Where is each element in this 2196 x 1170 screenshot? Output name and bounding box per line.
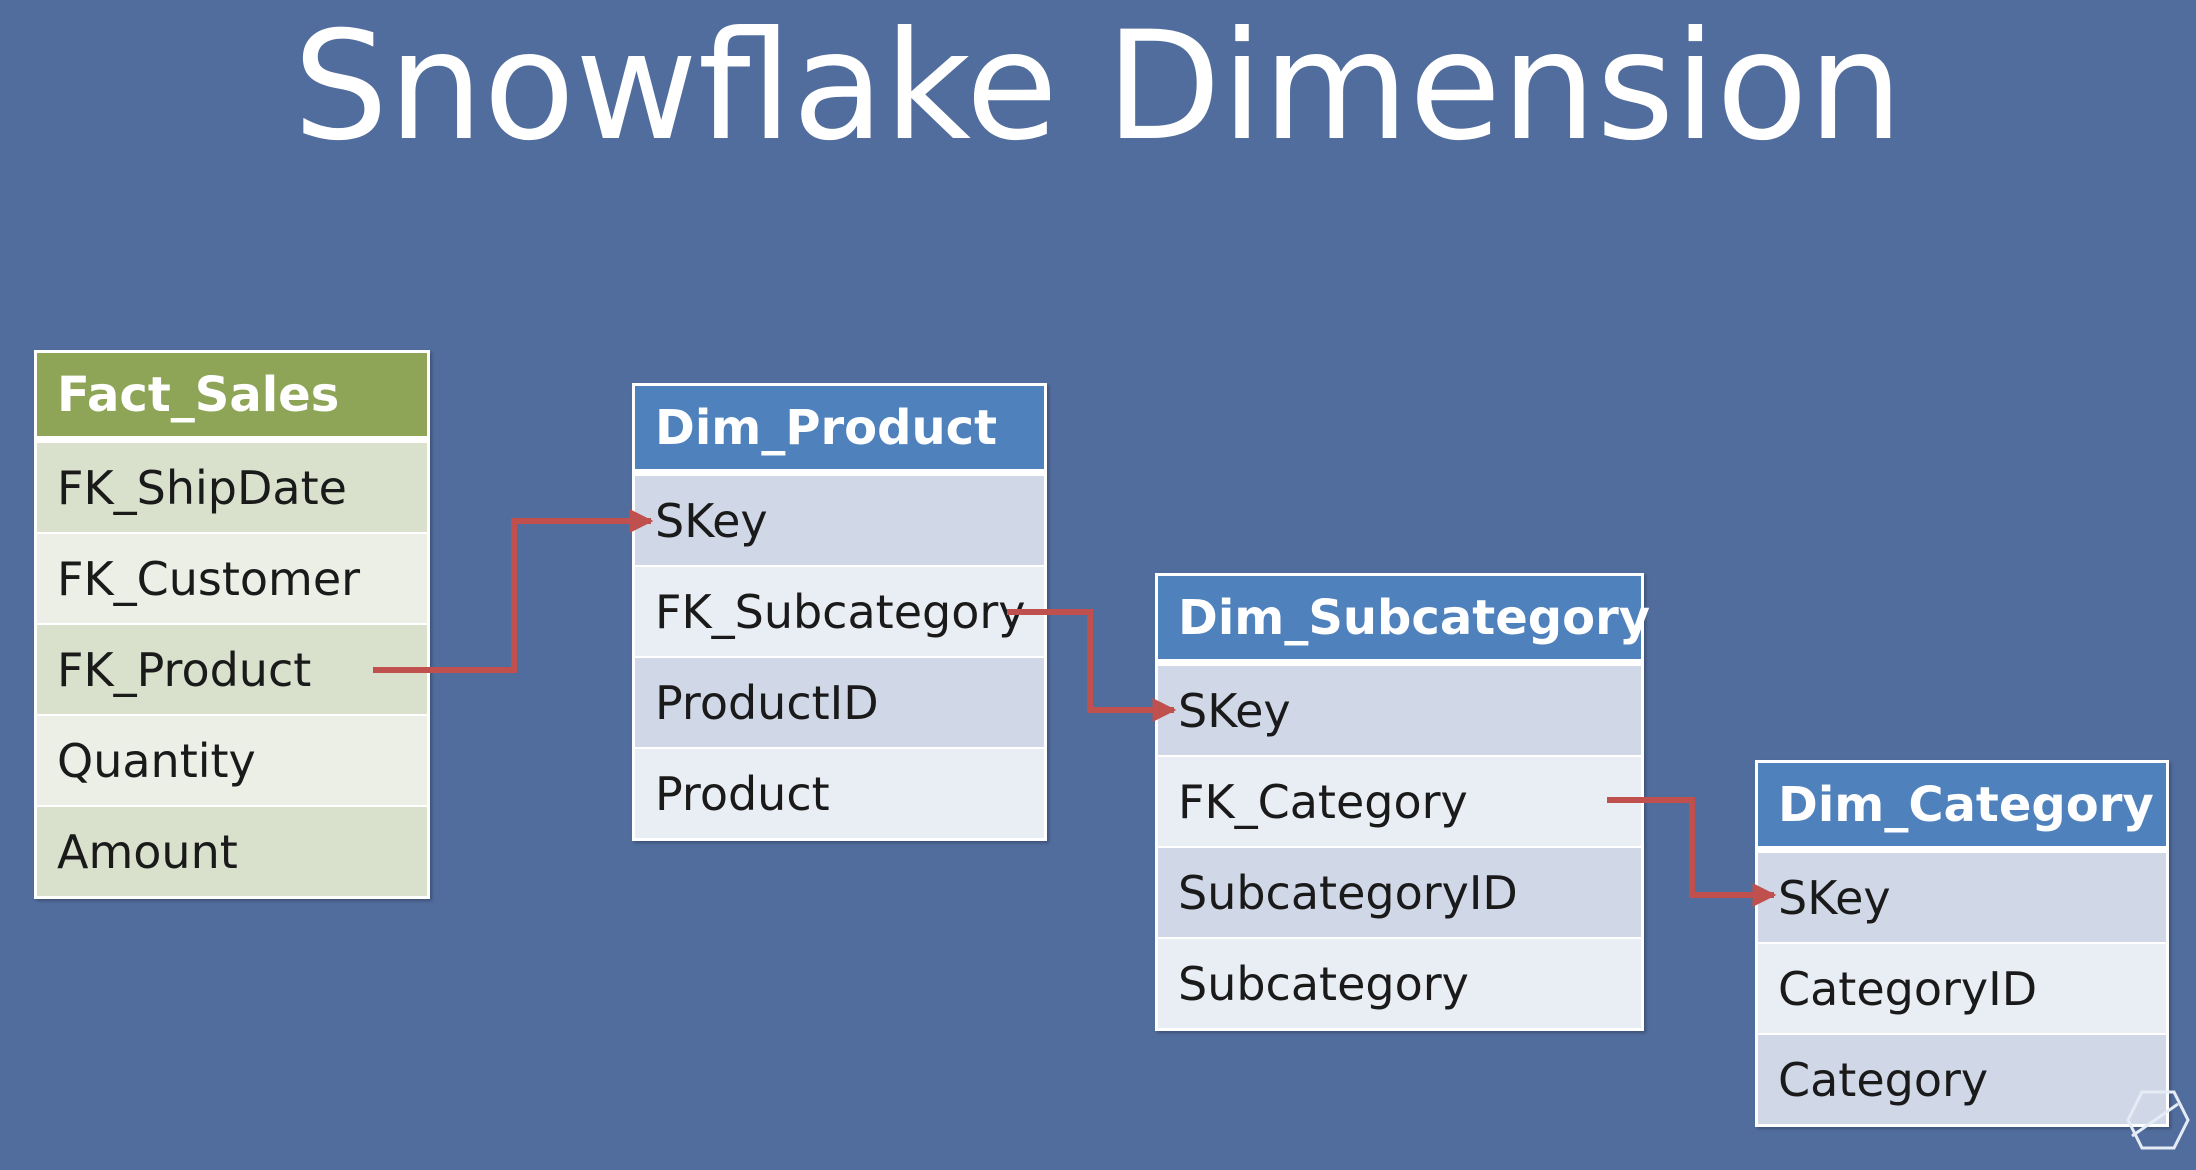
field-fk-category: FK_Category [1158, 755, 1641, 846]
table-header-dim-subcategory: Dim_Subcategory [1158, 576, 1650, 664]
table-fact-sales: Fact_Sales FK_ShipDate FK_Customer FK_Pr… [34, 350, 430, 899]
field-amount: Amount [37, 805, 427, 896]
table-header-dim-category: Dim_Category [1758, 763, 2166, 851]
field-subcategoryid: SubcategoryID [1158, 846, 1641, 937]
field-product: Product [635, 747, 1044, 838]
field-skey: SKey [635, 474, 1044, 565]
field-skey: SKey [1158, 664, 1641, 755]
slide-title: Snowflake Dimension [293, 0, 1903, 174]
table-header-fact-sales: Fact_Sales [37, 353, 427, 441]
hexagon-logo-icon [2126, 1090, 2190, 1150]
field-fk-subcategory: FK_Subcategory [635, 565, 1044, 656]
table-dim-category: Dim_Category SKey CategoryID Category [1755, 760, 2169, 1127]
field-subcategory: Subcategory [1158, 937, 1641, 1028]
field-productid: ProductID [635, 656, 1044, 747]
field-fk-shipdate: FK_ShipDate [37, 441, 427, 532]
field-fk-customer: FK_Customer [37, 532, 427, 623]
table-dim-subcategory: Dim_Subcategory SKey FK_Category Subcate… [1155, 573, 1650, 1031]
table-dim-product: Dim_Product SKey FK_Subcategory ProductI… [632, 383, 1047, 841]
field-fk-product: FK_Product [37, 623, 427, 714]
table-header-dim-product: Dim_Product [635, 386, 1044, 474]
field-quantity: Quantity [37, 714, 427, 805]
field-category: Category [1758, 1033, 2166, 1124]
field-categoryid: CategoryID [1758, 942, 2166, 1033]
field-skey: SKey [1758, 851, 2166, 942]
